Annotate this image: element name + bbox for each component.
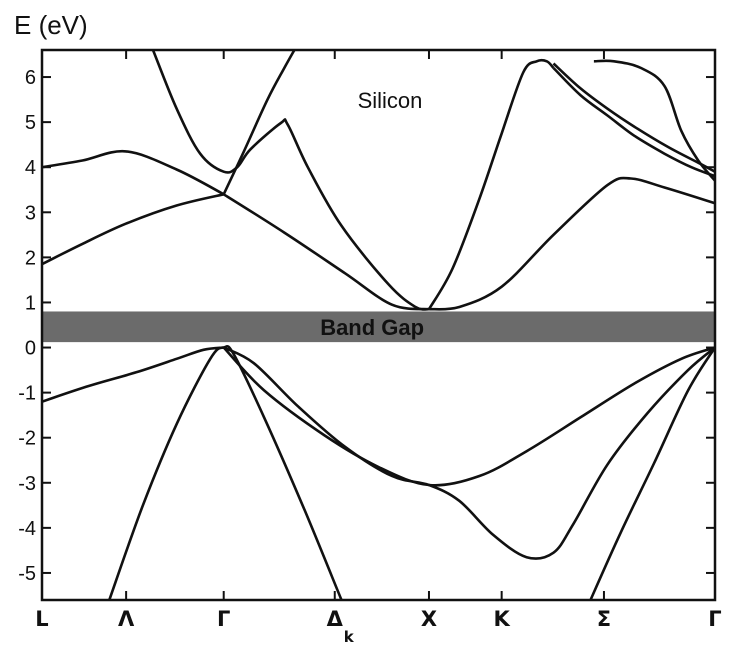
band-curve-15 [589,346,715,600]
y-tick-label: -3 [18,473,36,495]
x-tick-label: Γ [217,607,230,631]
band-curve-9 [552,62,715,173]
plot-frame [40,48,717,602]
band-curve-6 [427,58,555,310]
band-curves [42,50,715,600]
band-curve-8 [552,67,715,178]
band-curve-11 [42,346,224,403]
x-tick-label: X [421,607,437,631]
band-curve-12 [222,346,715,487]
x-tick-label: Σ [597,607,611,631]
band-curve-1 [42,149,225,196]
y-tick-label: -5 [18,563,36,585]
x-tick-label: Λ [118,607,135,631]
band-gap-label: Band Gap [320,315,424,340]
band-curve-5 [222,50,296,195]
x-tick-label: Γ [708,607,721,631]
y-tick-label: -4 [18,518,36,540]
band-curve-4 [151,50,430,311]
band-curve-13 [223,346,715,560]
y-tick-label: 1 [25,292,36,314]
band-curve-3 [223,193,430,311]
y-tick-label: 3 [25,202,36,224]
band-curve-14 [108,344,343,600]
y-tick-label: 0 [25,338,36,360]
x-tick-label: Δ [327,607,344,631]
y-axis-label: E (eV) [14,10,88,40]
band-curve-10 [593,59,715,182]
band-curve-2 [42,193,224,266]
y-tick-label: 2 [25,247,36,269]
x-tick-subscript: k [344,628,355,646]
y-tick-label: 6 [25,67,36,89]
y-tick-label: 4 [25,157,36,179]
band-gap-region [42,311,715,343]
y-ticks: 6 5 4 3 2 1 0 -1 -2 -3 -4 -5 [18,67,715,585]
y-tick-label: -2 [18,428,36,450]
band-curve-7 [428,176,715,311]
x-ticks: L Λ Γ Δk X K Σ Γ [35,50,722,646]
y-tick-label: 5 [25,112,36,134]
x-tick-label: L [35,607,48,631]
x-tick-label: K [494,607,511,631]
y-tick-label: -1 [18,383,36,405]
silicon-label: Silicon [358,88,423,113]
